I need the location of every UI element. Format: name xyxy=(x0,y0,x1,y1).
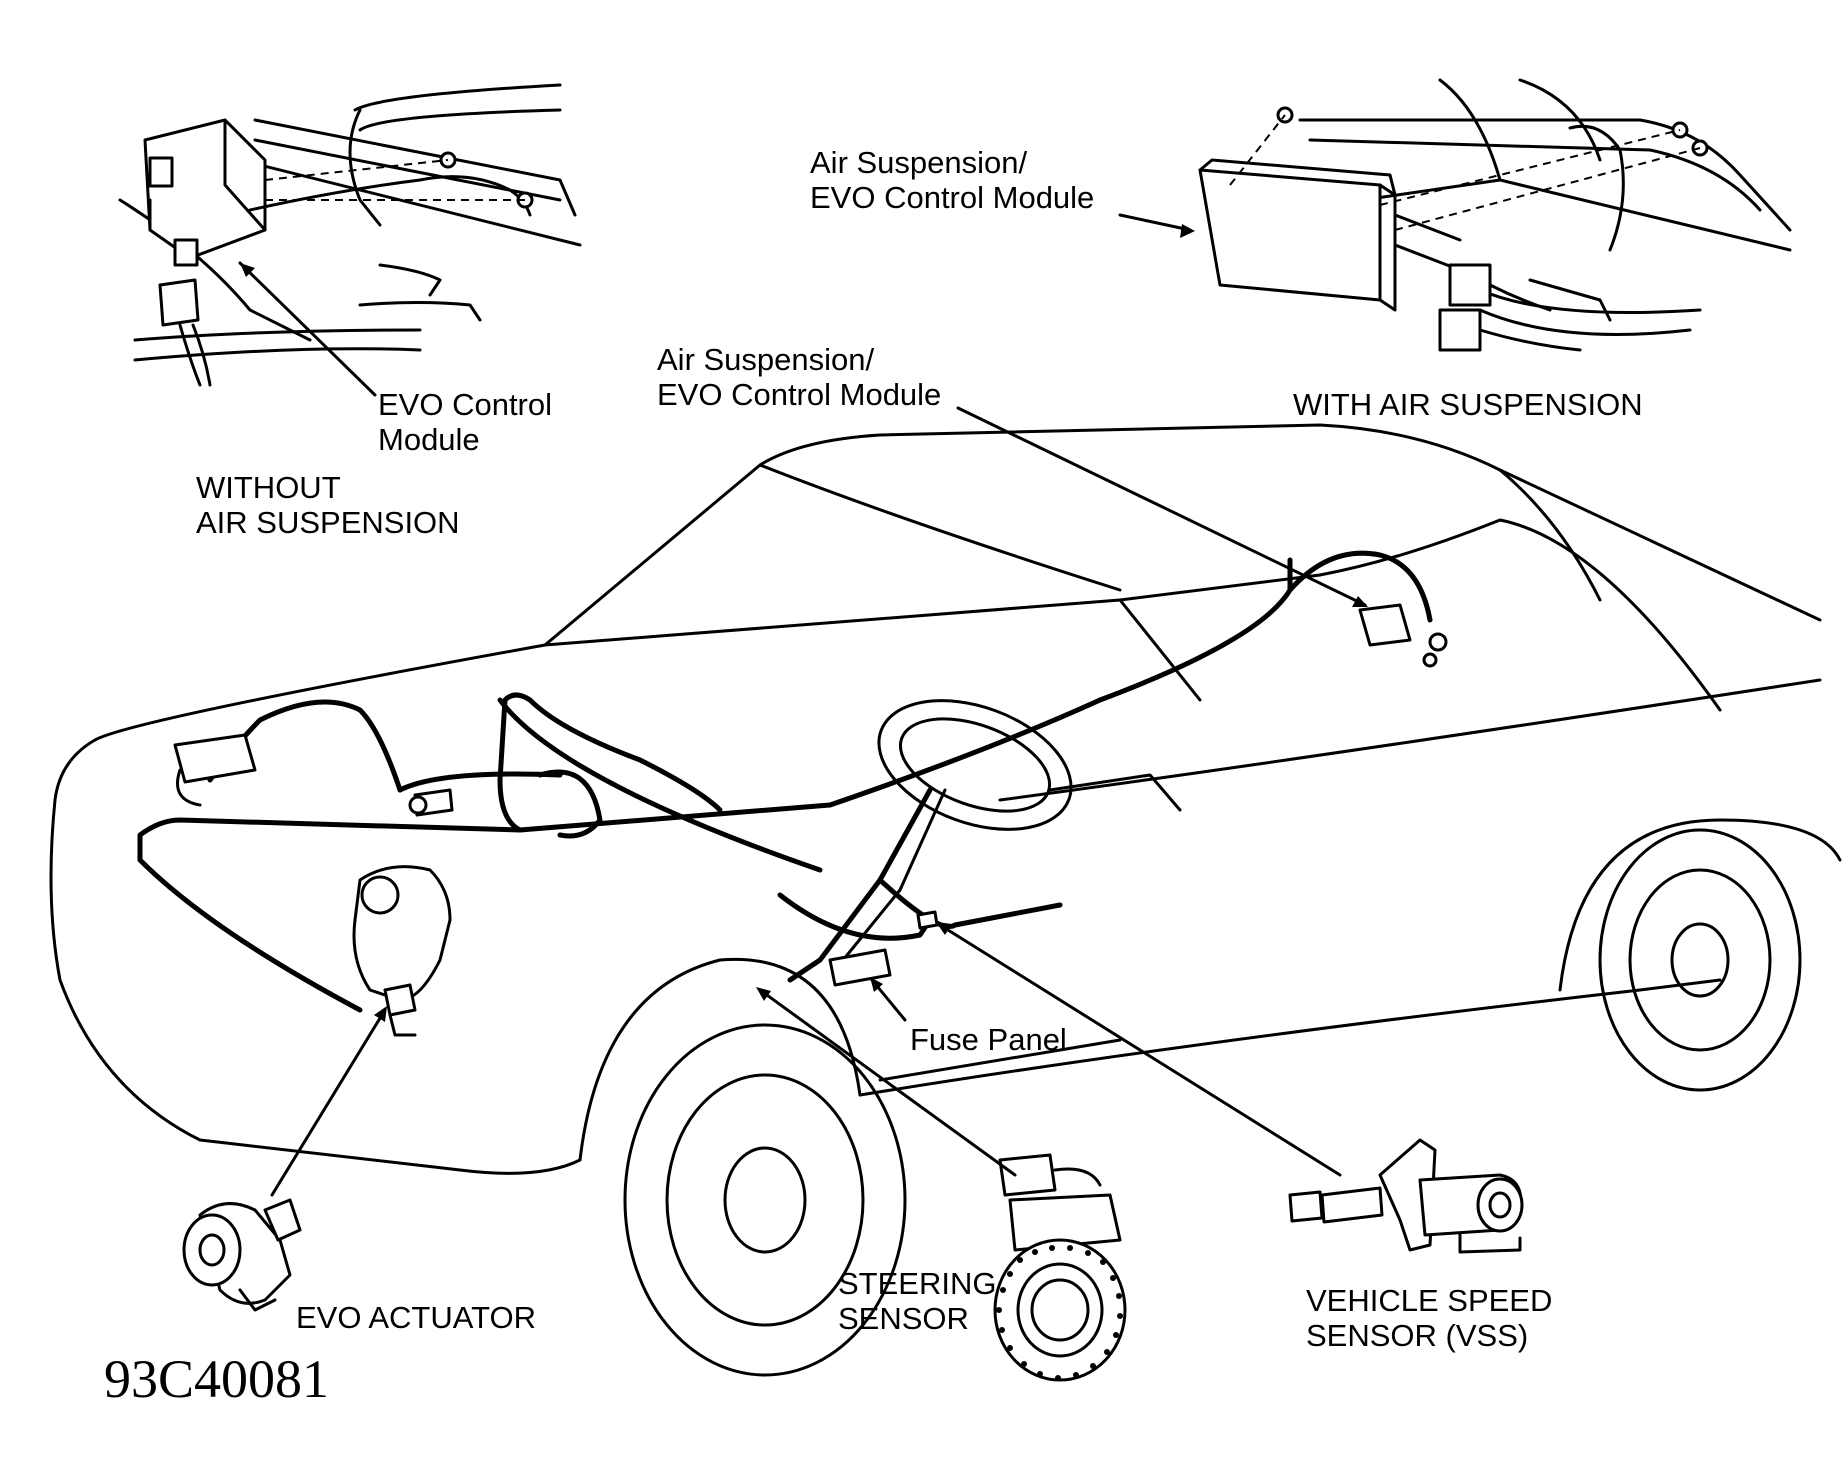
label-evo-control-module-line1: EVO Control xyxy=(378,387,553,422)
steering-sensor-detail xyxy=(993,1153,1127,1382)
wiring-harness xyxy=(137,550,1448,1037)
label-vehicle-speed-sensor-line2: SENSOR (VSS) xyxy=(1306,1318,1529,1353)
label-steering-sensor-line1: STEERING xyxy=(838,1266,997,1301)
label-evo-control-module: EVO Control Module xyxy=(378,387,552,457)
label-vehicle-speed-sensor: VEHICLE SPEED SENSOR (VSS) xyxy=(1306,1283,1552,1353)
label-steering-sensor: STEERING SENSOR xyxy=(838,1266,996,1336)
label-evo-actuator: EVO ACTUATOR xyxy=(296,1300,537,1335)
label-without-air-suspension-line1: WITHOUT xyxy=(196,470,341,505)
label-air-suspension-module-car: Air Suspension/ EVO Control Module xyxy=(657,342,941,412)
label-vehicle-speed-sensor-line1: VEHICLE SPEED xyxy=(1306,1283,1553,1318)
inset-with-air-suspension xyxy=(1118,78,1792,352)
figure-code: 93C40081 xyxy=(104,1349,330,1409)
label-air-suspension-module-top: Air Suspension/ EVO Control Module xyxy=(810,145,1094,215)
label-air-suspension-module-top-line2: EVO Control Module xyxy=(810,180,1095,215)
label-evo-control-module-line2: Module xyxy=(378,422,480,457)
inset-without-air-suspension xyxy=(118,83,582,397)
label-air-suspension-module-top-line1: Air Suspension/ xyxy=(810,145,1028,180)
vehicle-speed-sensor-detail xyxy=(1288,1138,1524,1254)
label-air-suspension-module-car-line1: Air Suspension/ xyxy=(657,342,875,377)
label-without-air-suspension: WITHOUT AIR SUSPENSION xyxy=(196,470,460,540)
label-air-suspension-module-car-line2: EVO Control Module xyxy=(657,377,942,412)
label-without-air-suspension-line2: AIR SUSPENSION xyxy=(196,505,460,540)
label-steering-sensor-line2: SENSOR xyxy=(838,1301,969,1336)
label-with-air-suspension: WITH AIR SUSPENSION xyxy=(1293,387,1643,422)
evo-actuator-detail xyxy=(182,1198,302,1312)
car-body xyxy=(49,423,1842,1377)
leader-lines xyxy=(270,406,1368,1197)
label-fuse-panel: Fuse Panel xyxy=(910,1022,1067,1057)
